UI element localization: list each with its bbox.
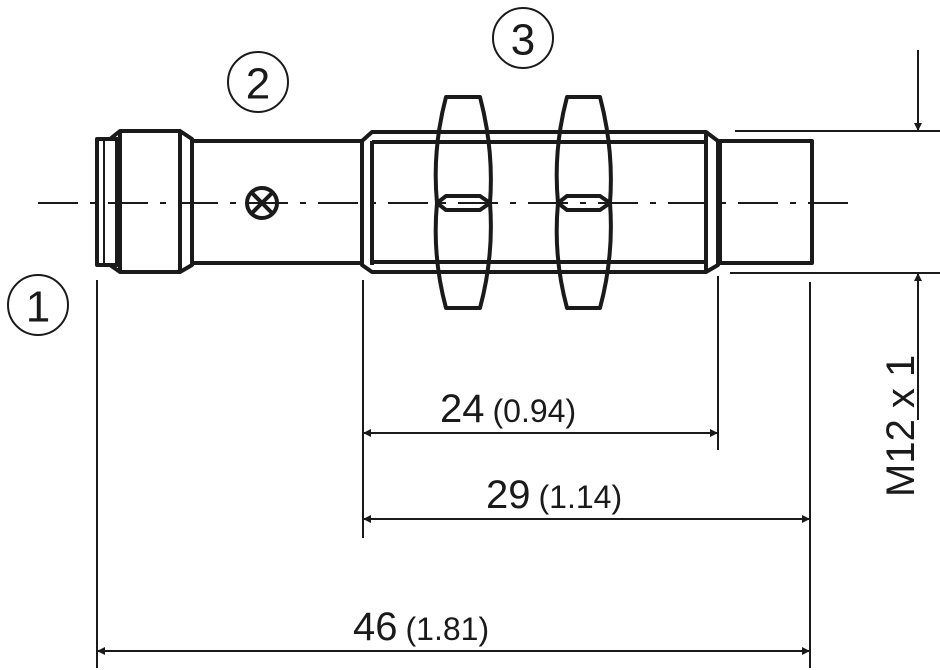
thread-size: M12 x 1 [879,355,923,497]
extension-lines [96,130,940,668]
housing-body [192,139,362,265]
svg-text:2: 2 [246,60,270,109]
svg-text:3: 3 [511,16,535,65]
led-indicator-icon [245,186,279,220]
threaded-sleeve [360,130,720,274]
nut-1 [433,95,493,310]
dimension-24: 24(0.94) [440,387,576,431]
sensing-face [718,139,814,265]
callout-1: 1 [7,274,69,336]
svg-text:1: 1 [26,283,50,332]
callout-3: 3 [492,7,554,69]
nut-2 [554,95,613,310]
connector [95,129,194,274]
callout-2: 2 [227,51,289,113]
dimension-29: 29(1.14) [486,473,622,517]
dimension-46: 46(1.81) [353,605,489,649]
